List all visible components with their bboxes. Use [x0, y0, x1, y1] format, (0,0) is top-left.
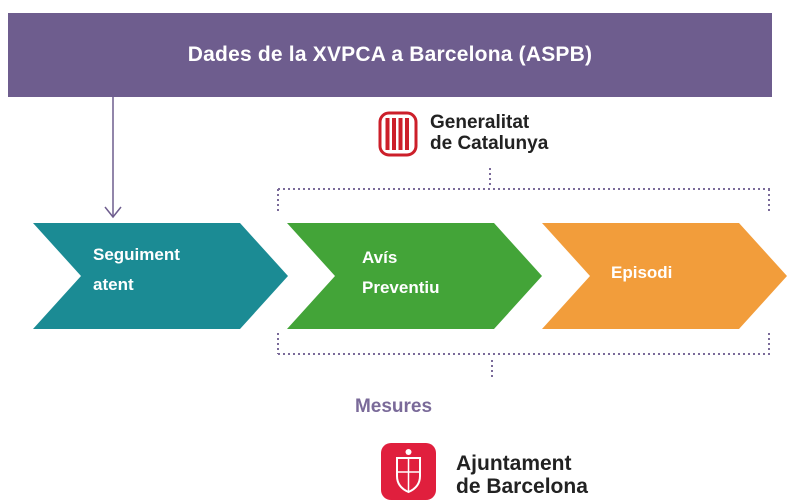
connector-arrow-head	[104, 206, 122, 219]
ajuntament-line2: de Barcelona	[456, 475, 588, 498]
stage-avis-label: Avís Preventiu	[362, 243, 439, 303]
stage-episodi-label: Episodi	[611, 258, 672, 288]
generalitat-logo-text: Generalitat de Catalunya	[430, 112, 548, 154]
generalitat-logo-icon	[378, 111, 418, 157]
mesures-bracket	[277, 333, 770, 380]
stage-seguiment-label: Seguiment atent	[93, 240, 180, 300]
generalitat-bracket	[277, 168, 770, 212]
stage-seguiment-line1: Seguiment	[93, 245, 180, 264]
stage-avis-line2: Preventiu	[362, 278, 440, 297]
stage-seguiment-line2: atent	[93, 275, 134, 294]
data-source-banner: Dades de la XVPCA a Barcelona (ASPB)	[8, 13, 772, 97]
ajuntament-logo-icon	[381, 443, 436, 500]
stage-chevron-episodi	[542, 223, 787, 329]
stage-avis-line1: Avís	[362, 248, 398, 267]
ajuntament-line1: Ajuntament	[456, 452, 572, 475]
ajuntament-logo-text: Ajuntament de Barcelona	[456, 452, 588, 498]
stage-chevron-avis	[287, 223, 542, 329]
stage-episodi-line1: Episodi	[611, 263, 673, 282]
generalitat-line1: Generalitat	[430, 112, 530, 133]
generalitat-line2: de Catalunya	[430, 133, 549, 154]
stage-chevron-seguiment	[33, 223, 288, 329]
banner-title: Dades de la XVPCA a Barcelona (ASPB)	[187, 43, 593, 66]
mesures-label: Mesures	[354, 396, 433, 417]
